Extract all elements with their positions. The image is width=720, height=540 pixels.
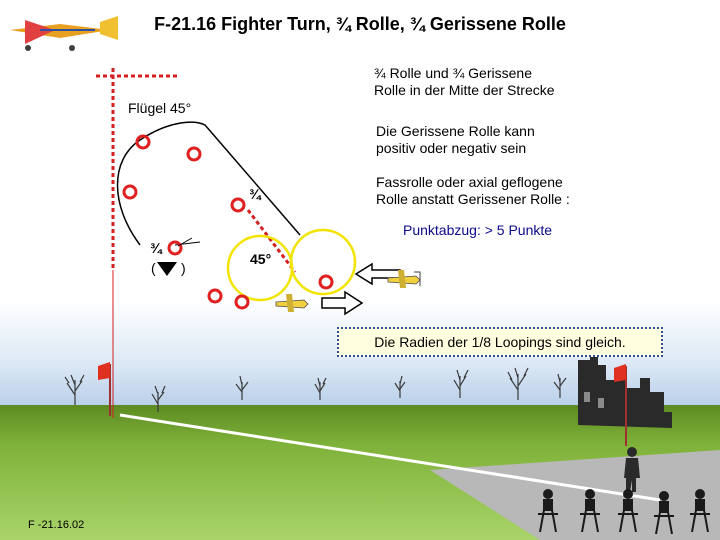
note-penalty: Punktabzug: > 5 Punkte — [403, 222, 553, 238]
note-radii: Die Radien der 1/8 Loopings sind gleich. — [337, 327, 663, 357]
snap-roll-icon — [157, 262, 177, 276]
direction-arrow-right — [321, 290, 364, 316]
plane-icon — [387, 270, 421, 288]
flight-path-loop — [116, 121, 301, 246]
runway — [430, 450, 720, 540]
plane-logo-icon — [10, 16, 118, 51]
roll-circle — [226, 234, 294, 302]
flight-line — [119, 413, 661, 502]
judge-icon — [538, 489, 710, 535]
flight-path-reference — [96, 68, 297, 273]
position-marker — [122, 134, 334, 310]
tree-group — [64, 367, 567, 412]
note-snap: Die Gerissene Rolle kann positiv oder ne… — [376, 123, 535, 157]
pilot-icon — [624, 447, 640, 492]
label-three-quarter-left: ¾ — [150, 240, 162, 256]
note-snap-line1: Die Gerissene Rolle kann — [376, 123, 535, 139]
note-middle-line2: Rolle in der Mitte der Strecke — [374, 82, 555, 98]
note-middle-line1: ¾ Rolle und ¾ Gerissene — [374, 65, 532, 81]
label-paren-open: ( — [151, 260, 156, 276]
note-snap-line2: positiv oder negativ sein — [376, 140, 527, 156]
label-wing-45: Flügel 45° — [128, 100, 192, 116]
roll-circle — [289, 228, 357, 296]
plane-icon — [275, 294, 309, 312]
label-angle-45: 45° — [250, 251, 272, 267]
label-paren-close: ) — [181, 260, 186, 276]
label-three-quarter-right: ¾ — [249, 186, 261, 202]
note-axial-line1: Fassrolle oder axial geflogene — [376, 174, 563, 190]
note-axial-line2: Rolle anstatt Gerissener Rolle : — [376, 191, 570, 207]
page-title: F-21.16 Fighter Turn, ¾ Rolle, ¾ Gerisse… — [154, 14, 566, 34]
footer-code: F -21.16.02 — [28, 519, 85, 531]
flag-icon — [614, 364, 627, 446]
note-middle: ¾ Rolle und ¾ Gerissene Rolle in der Mit… — [374, 65, 555, 99]
flag-icon — [98, 362, 111, 416]
tick-line — [177, 237, 193, 247]
note-axial: Fassrolle oder axial geflogene Rolle ans… — [376, 174, 570, 208]
